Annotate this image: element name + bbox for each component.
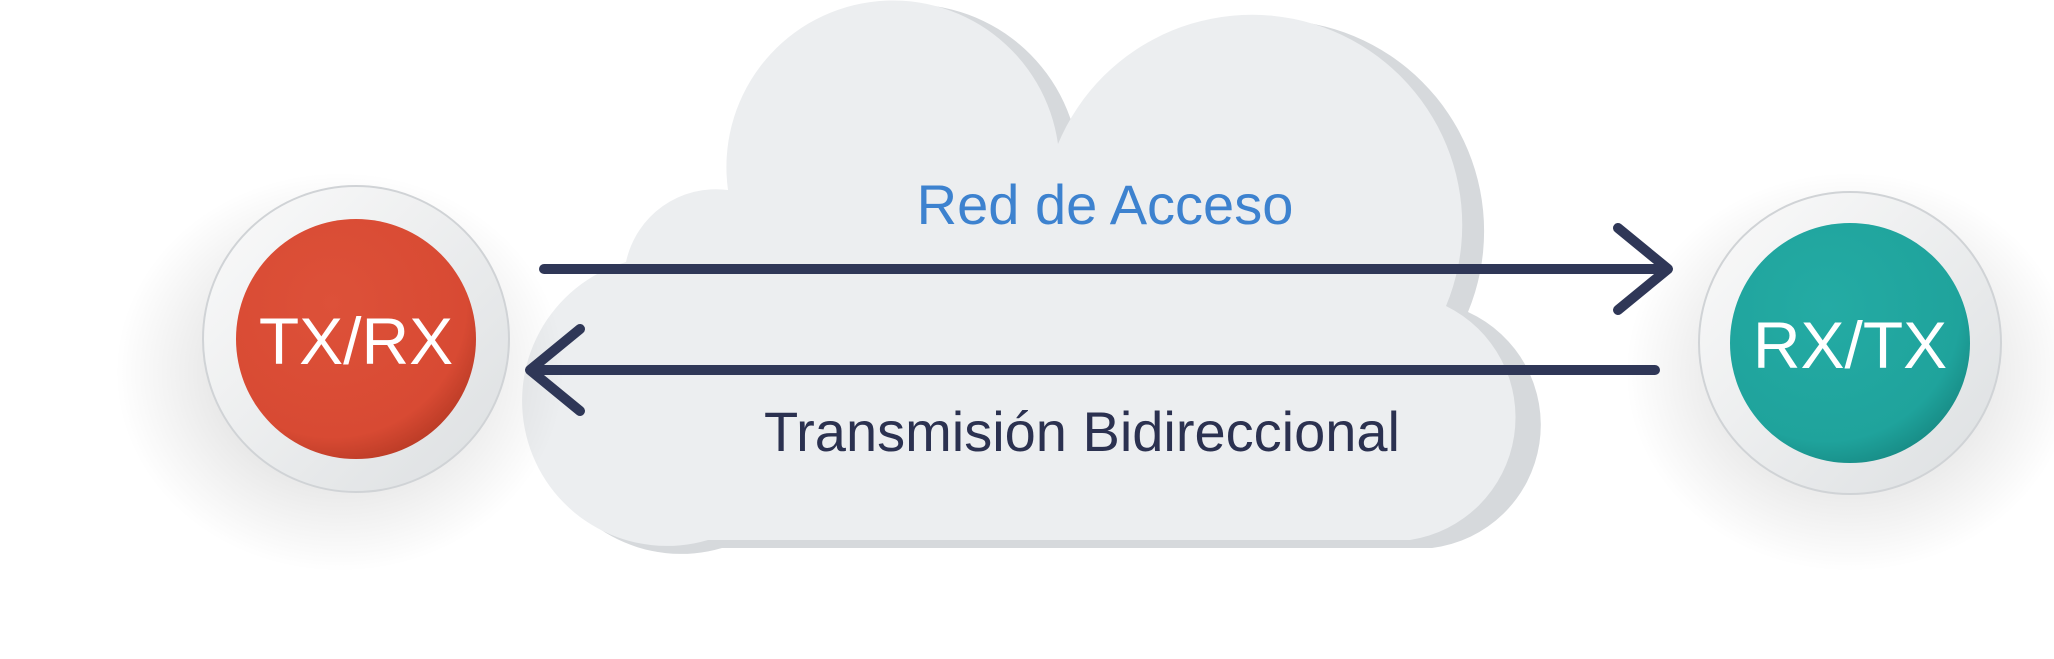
tx-rx-node-core (236, 219, 476, 459)
arrows (525, 223, 1673, 416)
rx-tx-label: RX/TX (1753, 308, 1947, 382)
arrow-right-head (1613, 223, 1673, 315)
arrow-left-head (525, 324, 585, 416)
tx-rx-label: TX/RX (259, 304, 453, 378)
tx-rx-node: TX/RX (115, 172, 565, 572)
cloud-title: Red de Acceso (917, 173, 1294, 236)
rx-tx-node: RX/TX (1625, 172, 2054, 572)
access-network-cloud: Red de Acceso Transmisión Bidireccional (522, 0, 1541, 554)
rx-tx-node-core (1730, 223, 1970, 463)
cloud-subtitle: Transmisión Bidireccional (764, 400, 1400, 463)
